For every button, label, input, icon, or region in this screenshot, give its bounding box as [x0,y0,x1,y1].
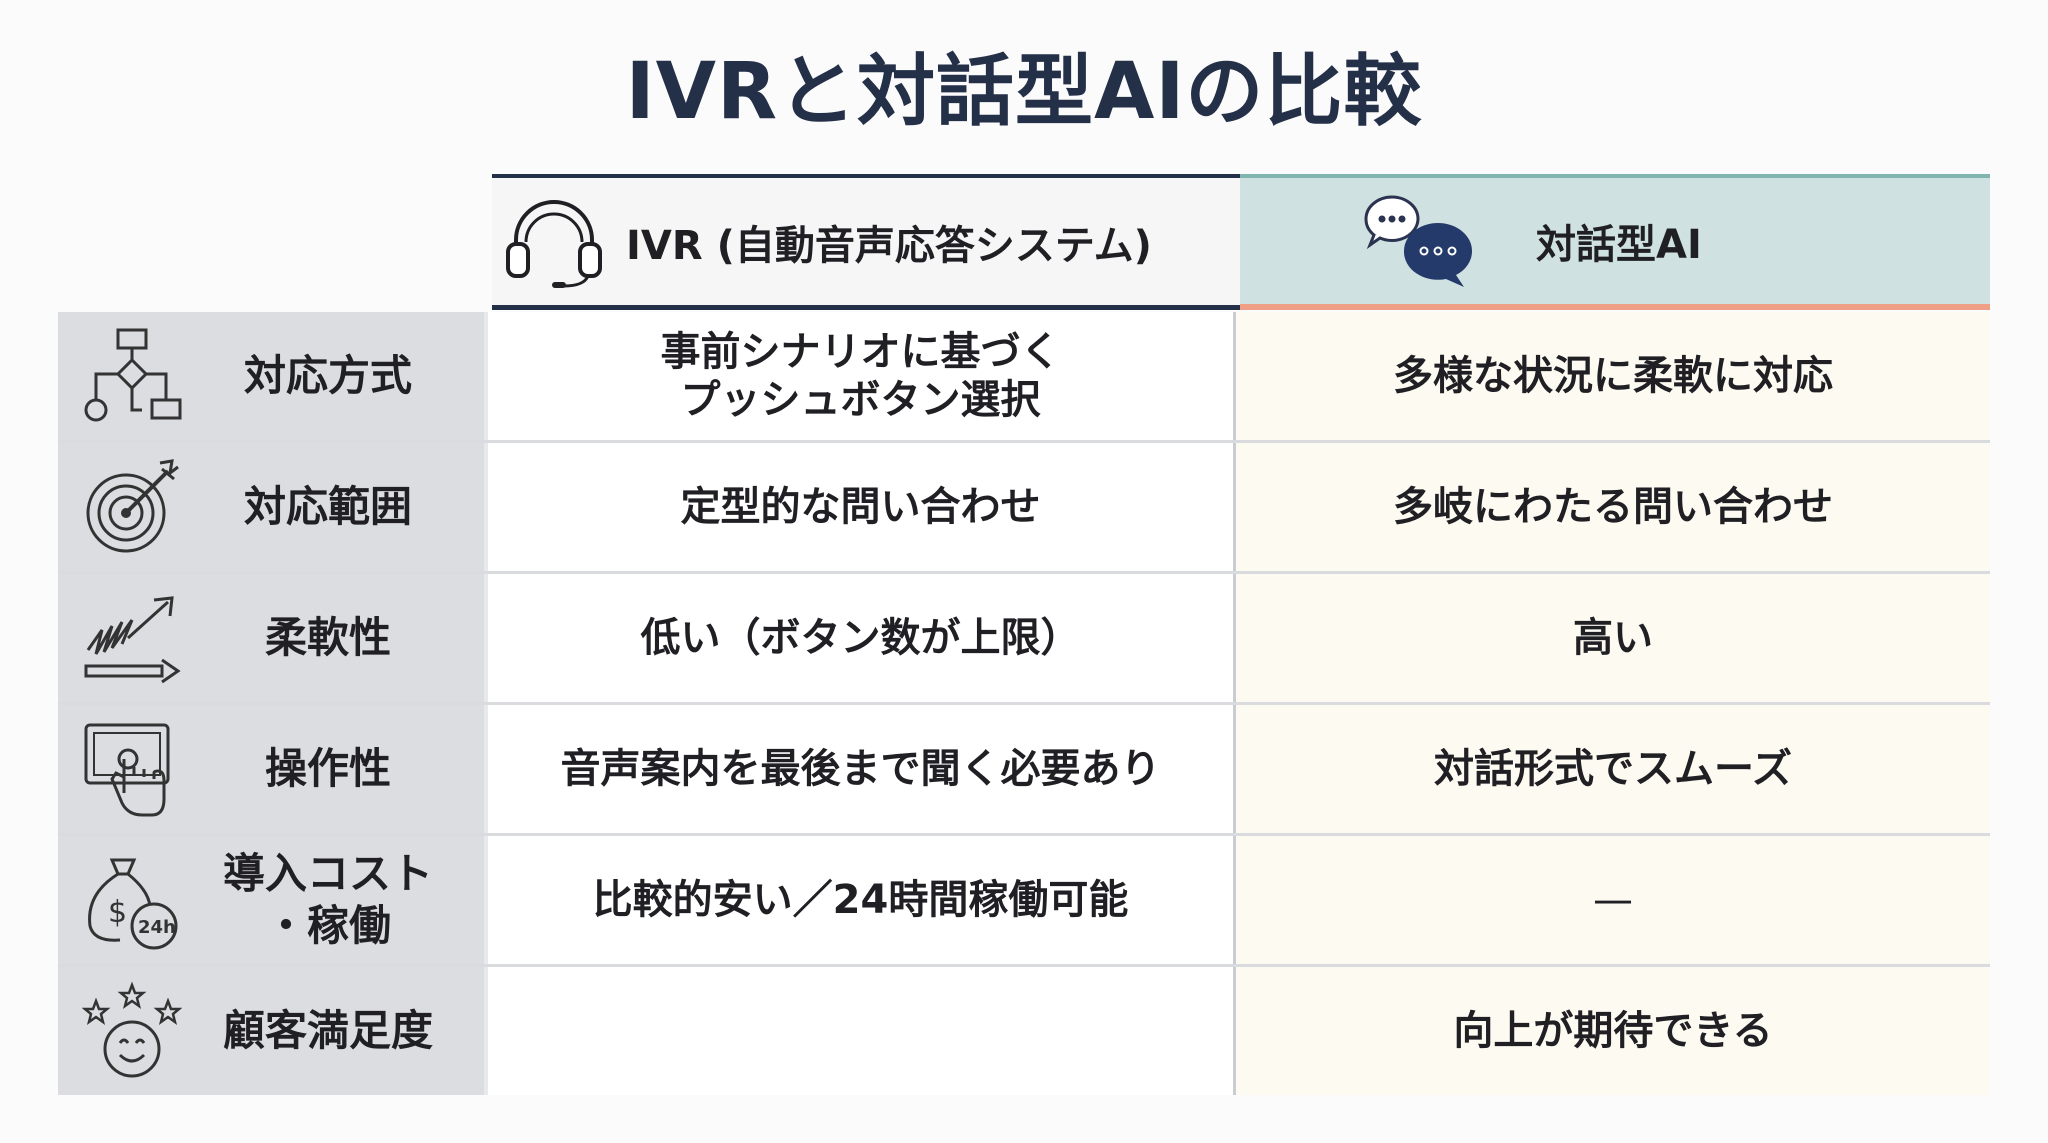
ai-value: — [1593,877,1633,923]
chat-bubbles-icon [1364,195,1473,287]
money-bag-24h-icon: $ 24h [88,858,178,950]
row-divider [58,571,1990,574]
headset-icon [506,199,602,288]
ai-value: 多様な状況に柔軟に対応 [1393,353,1833,399]
page-title: IVRと対話型AIの比較 [625,47,1423,137]
row-divider [58,833,1990,836]
row-label: 顧客満足度 [222,1006,433,1055]
ivr-value: 比較的安い／24時間稼働可能 [592,877,1129,923]
ivr-value: 定型的な問い合わせ [680,484,1041,530]
smiley-stars-icon [82,981,182,1078]
ivr-cell: 低い（ボタン数が上限） [488,574,1236,702]
spring-arrow-icon [84,596,181,684]
ivr-header-label: IVR (自動音声応答システム) [626,222,1152,269]
ai-cell: 多様な状況に柔軟に対応 [1236,312,1990,440]
ivr-cell [488,967,1236,1095]
ai-cell: 多岐にわたる問い合わせ [1236,443,1990,571]
table-row: 柔軟性 低い（ボタン数が上限） 高い [58,574,1990,702]
touch-screen-icon [84,723,170,817]
row-label: 操作性 [264,744,391,793]
ai-value: 対話形式でスムーズ [1434,746,1792,792]
table-row: $ 24h 導入コスト ・稼働 比較的安い／24時間稼働可能 — [58,836,1990,964]
row-label-cell: 柔軟性 [58,574,488,702]
row-label-cell: 対応範囲 [58,443,488,571]
ai-value: 多岐にわたる問い合わせ [1393,484,1833,530]
ai-value: 高い [1573,615,1653,661]
row-label: 対応方式 [243,351,412,400]
table-row: 顧客満足度 向上が期待できる [58,967,1990,1095]
ivr-value: 音声案内を最後まで聞く必要あり [560,746,1161,792]
ai-cell: 高い [1236,574,1990,702]
ai-header-label: 対話型AI [1536,222,1702,268]
column-header-ai: 対話型AI [1240,174,1990,310]
row-label: 導入コスト ・稼働 [222,849,433,950]
row-divider [58,440,1990,443]
column-header-ivr: IVR (自動音声応答システム) [492,174,1240,310]
row-divider [58,702,1990,705]
row-divider [58,964,1990,967]
ai-value: 向上が期待できる [1453,1008,1773,1054]
table-row: 対応範囲 定型的な問い合わせ 多岐にわたる問い合わせ [58,443,1990,571]
ai-cell: 向上が期待できる [1236,967,1990,1095]
row-label-cell: 顧客満足度 [58,967,488,1095]
flowchart-icon [84,328,182,422]
table-row: 操作性 音声案内を最後まで聞く必要あり 対話形式でスムーズ [58,705,1990,833]
row-label: 対応範囲 [243,482,412,531]
row-label: 柔軟性 [264,613,391,662]
target-icon [86,459,179,553]
ivr-cell: 定型的な問い合わせ [488,443,1236,571]
svg-text:24h: 24h [138,917,176,938]
svg-text:$: $ [108,895,127,930]
ivr-cell: 事前シナリオに基づく プッシュボタン選択 [488,312,1236,440]
ivr-cell: 音声案内を最後まで聞く必要あり [488,705,1236,833]
row-label-cell: 操作性 [58,705,488,833]
row-label-cell: 対応方式 [58,312,488,440]
row-label-cell: $ 24h 導入コスト ・稼働 [58,836,488,964]
ivr-cell: 比較的安い／24時間稼働可能 [488,836,1236,964]
ivr-value: 低い（ボタン数が上限） [640,615,1081,661]
ai-cell: 対話形式でスムーズ [1236,705,1990,833]
table-row: 対応方式 事前シナリオに基づく プッシュボタン選択 多様な状況に柔軟に対応 [58,312,1990,440]
ai-cell: — [1236,836,1990,964]
ivr-value: 事前シナリオに基づく プッシュボタン選択 [660,329,1061,423]
